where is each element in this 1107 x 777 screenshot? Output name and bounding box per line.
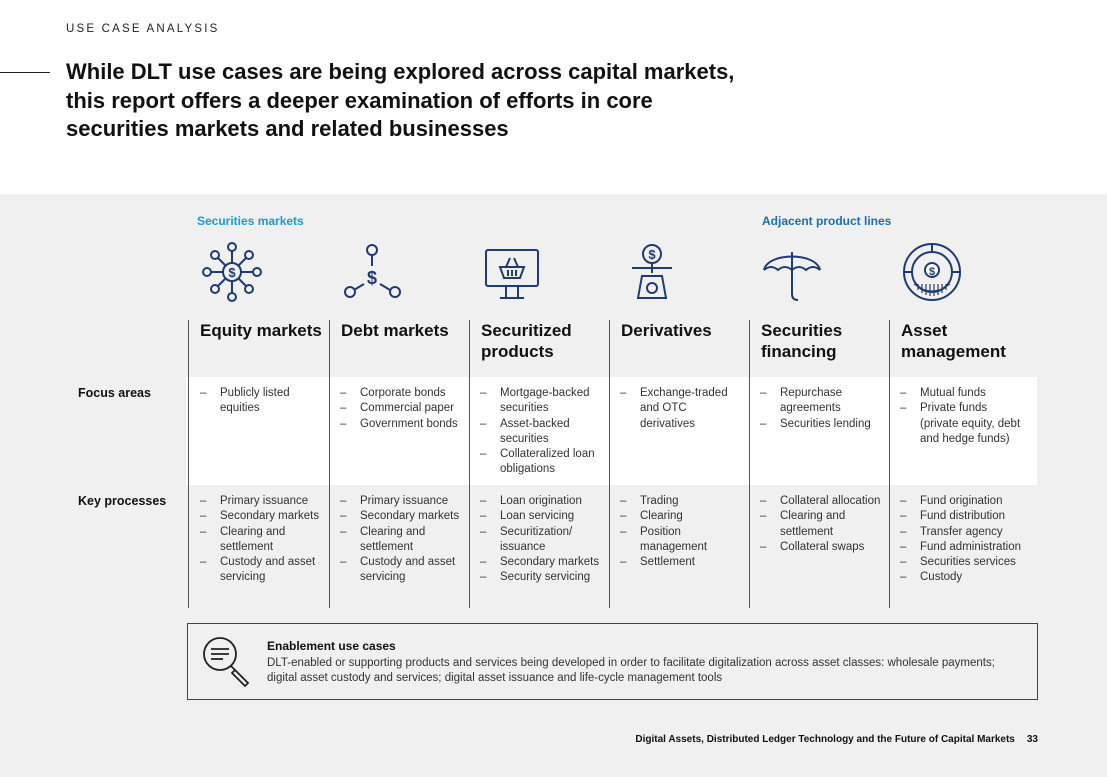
list-item: Mutual funds bbox=[900, 386, 1028, 402]
list-item: Custody and asset servicing bbox=[340, 555, 465, 586]
enablement-box bbox=[187, 623, 1038, 700]
column-title-equity-markets: Equity markets bbox=[200, 321, 322, 340]
list-item: Government bonds bbox=[340, 417, 465, 433]
list-item: Secondary markets bbox=[480, 555, 605, 571]
focus-list-derivatives: Exchange-traded and OTC derivatives bbox=[620, 386, 735, 432]
list-item: Loan servicing bbox=[480, 509, 605, 525]
column-divider bbox=[469, 320, 470, 608]
list-item: Secondary markets bbox=[340, 509, 465, 525]
focus-list-debt: Corporate bonds Commercial paper Governm… bbox=[340, 386, 465, 432]
column-divider bbox=[749, 320, 750, 608]
list-item: Security servicing bbox=[480, 570, 605, 586]
list-item: Secondary markets bbox=[200, 509, 325, 525]
focus-areas-band bbox=[186, 377, 1037, 485]
list-item: Trading bbox=[620, 494, 745, 510]
list-item: Custody and asset servicing bbox=[200, 555, 325, 586]
key-list-securitized: Loan origination Loan servicing Securiti… bbox=[480, 494, 605, 586]
group-label-adjacent: Adjacent product lines bbox=[762, 214, 892, 228]
page-number: 33 bbox=[1026, 734, 1038, 745]
page-footer: Digital Assets, Distributed Ledger Techn… bbox=[635, 734, 1038, 745]
list-item: Collateral allocation bbox=[760, 494, 885, 510]
enablement-description: DLT-enabled or supporting products and s… bbox=[267, 657, 995, 685]
focus-list-asset-mgmt: Mutual funds Private funds (private equi… bbox=[900, 386, 1028, 447]
key-list-asset-mgmt: Fund origination Fund distribution Trans… bbox=[900, 494, 1028, 586]
column-title-securities-financing: Securities financing bbox=[761, 321, 843, 361]
scale-dollar-icon: $ bbox=[620, 240, 684, 304]
list-item: Transfer agency bbox=[900, 525, 1028, 541]
list-item: Publicly listed equities bbox=[200, 386, 325, 417]
title-rule bbox=[0, 72, 50, 73]
key-list-debt: Primary issuance Secondary markets Clear… bbox=[340, 494, 465, 586]
list-item: Private funds (private equity, debt and … bbox=[900, 401, 1028, 447]
row-label-focus-areas: Focus areas bbox=[78, 386, 151, 400]
list-item: Securitization/ issuance bbox=[480, 525, 605, 556]
section-kicker: USE CASE ANALYSIS bbox=[66, 23, 220, 35]
monitor-basket-icon bbox=[480, 240, 544, 304]
list-item: Fund distribution bbox=[900, 509, 1028, 525]
magnifier-document-icon bbox=[198, 632, 258, 692]
list-item: Clearing and settlement bbox=[340, 525, 465, 556]
list-item: Loan origination bbox=[480, 494, 605, 510]
svg-text:$: $ bbox=[367, 268, 377, 288]
row-label-key-processes: Key processes bbox=[78, 494, 167, 508]
list-item: Clearing bbox=[620, 509, 745, 525]
column-title-securitized-products: Securitized products bbox=[481, 321, 572, 361]
list-item: Clearing and settlement bbox=[200, 525, 325, 556]
svg-text:$: $ bbox=[228, 265, 236, 280]
key-list-financing: Collateral allocation Clearing and settl… bbox=[760, 494, 885, 555]
molecule-dollar-icon: $ bbox=[340, 240, 404, 304]
enablement-title: Enablement use cases bbox=[267, 639, 396, 653]
footer-report-title: Digital Assets, Distributed Ledger Techn… bbox=[635, 734, 1015, 745]
focus-list-equity: Publicly listed equities bbox=[200, 386, 325, 417]
svg-text:$: $ bbox=[648, 247, 656, 262]
list-item: Securities services bbox=[900, 555, 1028, 571]
key-list-derivatives: Trading Clearing Position management Set… bbox=[620, 494, 745, 571]
focus-list-financing: Repurchase agreements Securities lending bbox=[760, 386, 885, 432]
list-item: Mortgage-backed securities bbox=[480, 386, 605, 417]
page-title: While DLT use cases are being explored a… bbox=[66, 59, 735, 141]
list-item: Custody bbox=[900, 570, 1028, 586]
list-item: Collateral swaps bbox=[760, 540, 885, 556]
list-item: Collateralized loan obligations bbox=[480, 447, 605, 478]
list-item: Position management bbox=[620, 525, 745, 556]
list-item: Fund origination bbox=[900, 494, 1028, 510]
column-divider bbox=[889, 320, 890, 608]
key-processes-band bbox=[186, 485, 1037, 608]
column-divider bbox=[329, 320, 330, 608]
list-item: Primary issuance bbox=[200, 494, 325, 510]
list-item: Repurchase agreements bbox=[760, 386, 885, 417]
key-list-equity: Primary issuance Secondary markets Clear… bbox=[200, 494, 325, 586]
umbrella-icon bbox=[760, 240, 824, 304]
column-title-debt-markets: Debt markets bbox=[341, 321, 449, 340]
focus-list-securitized: Mortgage-backed securities Asset-backed … bbox=[480, 386, 605, 478]
list-item: Asset-backed securities bbox=[480, 417, 605, 448]
list-item: Corporate bonds bbox=[340, 386, 465, 402]
list-item: Commercial paper bbox=[340, 401, 465, 417]
network-dollar-icon: $ bbox=[200, 240, 264, 304]
column-divider bbox=[188, 320, 189, 608]
column-title-derivatives: Derivatives bbox=[621, 321, 712, 340]
pie-dollar-icon: $ bbox=[900, 240, 964, 304]
list-item: Fund administration bbox=[900, 540, 1028, 556]
list-item: Securities lending bbox=[760, 417, 885, 433]
column-title-asset-management: Asset management bbox=[901, 321, 1006, 361]
svg-text:$: $ bbox=[929, 266, 935, 278]
list-item: Clearing and settlement bbox=[760, 509, 885, 540]
list-item: Settlement bbox=[620, 555, 745, 571]
column-divider bbox=[609, 320, 610, 608]
list-item: Exchange-traded and OTC derivatives bbox=[620, 386, 735, 432]
group-label-securities: Securities markets bbox=[197, 214, 304, 228]
list-item: Primary issuance bbox=[340, 494, 465, 510]
